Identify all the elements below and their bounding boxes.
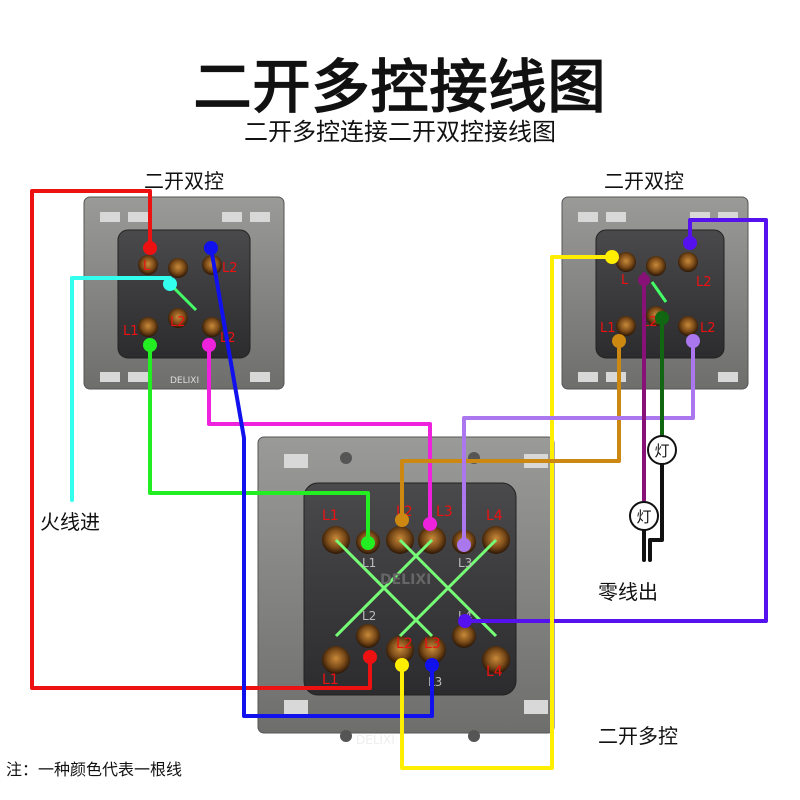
page-title: 二开多控接线图 [193,53,607,121]
inner-label: L2 [362,609,376,623]
lamp-icon [629,501,659,531]
dot-blue [425,658,439,672]
terminal [168,308,188,328]
live-in-label: 火线进 [40,510,100,534]
terminal-label: L2 [700,321,716,336]
terminal-label: L4 [486,508,503,524]
dot-indigo [683,236,697,250]
right-switch: L L2 L1 L2 L2 [561,196,749,390]
dot-red [363,650,377,664]
wire-yellow [400,255,614,770]
terminal-label: L2 [396,636,413,652]
page-subtitle: 二开多控连接二开双控接线图 [244,118,556,146]
lamp-label: 灯 [636,508,651,526]
terminal [322,646,350,674]
dot-green [143,338,157,352]
internal-link [398,538,498,638]
dot-yellow [605,250,619,264]
wire-green [148,343,370,545]
dot-magenta [202,338,216,352]
terminal [138,255,158,275]
middle-switch-label: 二开多控 [598,724,678,748]
terminal [202,317,222,337]
left-switch-label: 二开双控 [144,169,224,193]
dot-cyan [163,277,177,291]
left-switch: L L2 L1 L2 L2 DELIXI [83,196,285,390]
dot-orange [395,513,409,527]
terminal [616,252,636,272]
dot-red [143,241,157,255]
dot-indigo [458,614,472,628]
terminal-label: L3 [424,636,441,652]
neutral-out-label: 零线出 [598,580,658,604]
wire-lavender [462,339,695,547]
dot-darkgreen [655,311,669,325]
lamp-icon [647,435,677,465]
lamp-label: 灯 [654,442,669,460]
wire-red [30,189,372,690]
dot-orange [612,334,626,348]
lamp-1: 灯 [647,435,677,465]
dot-blue [204,241,218,255]
dot-lavender [457,538,471,552]
terminal-label: L1 [322,508,339,524]
terminal [452,624,476,648]
dot-magenta [423,517,437,531]
dot-purple [638,274,650,286]
terminal-label: L [621,273,629,288]
terminal-label: L2 [222,261,238,276]
inner-label: L3 [458,556,472,570]
switch-brand: DELIXI [380,572,431,588]
terminal [386,636,414,664]
terminal [482,646,510,674]
terminal [168,258,188,278]
terminal-label: L1 [600,321,616,336]
dot-lavender [686,334,700,348]
right-switch-label: 二开双控 [604,169,684,193]
switch-brand: DELIXI [356,733,395,747]
lamp-2: 灯 [629,501,659,531]
terminal-label: L1 [322,672,339,688]
connection-dots [143,236,700,672]
terminal [646,256,666,276]
terminal-label: L3 [436,504,453,520]
footnote: 注：一种颜色代表一根线 [6,760,183,779]
terminal-label: L4 [486,664,503,680]
terminal-label: L2 [696,275,712,290]
wire-black [648,462,664,562]
terminal [138,317,158,337]
wire-indigo [463,218,768,623]
wire-blue [209,246,434,718]
terminal-label: L2 [170,315,186,330]
switch-brand: DELIXI [170,376,199,386]
terminal [418,636,446,664]
terminal-label: L [143,259,151,274]
terminal [616,316,636,336]
terminal [678,252,698,272]
terminal [678,316,698,336]
inner-label: L1 [362,556,376,570]
wire-orange [400,339,621,522]
middle-switch: L1 L2 L3 L4 L1 L3 L2 L4 L3 L1 L2 L3 L4 D… [257,436,555,747]
terminal-label: L1 [123,324,139,339]
dot-yellow [395,658,409,672]
wire-magenta [207,343,432,526]
internal-link [650,281,668,303]
dot-green [361,536,375,550]
terminal [356,624,380,648]
